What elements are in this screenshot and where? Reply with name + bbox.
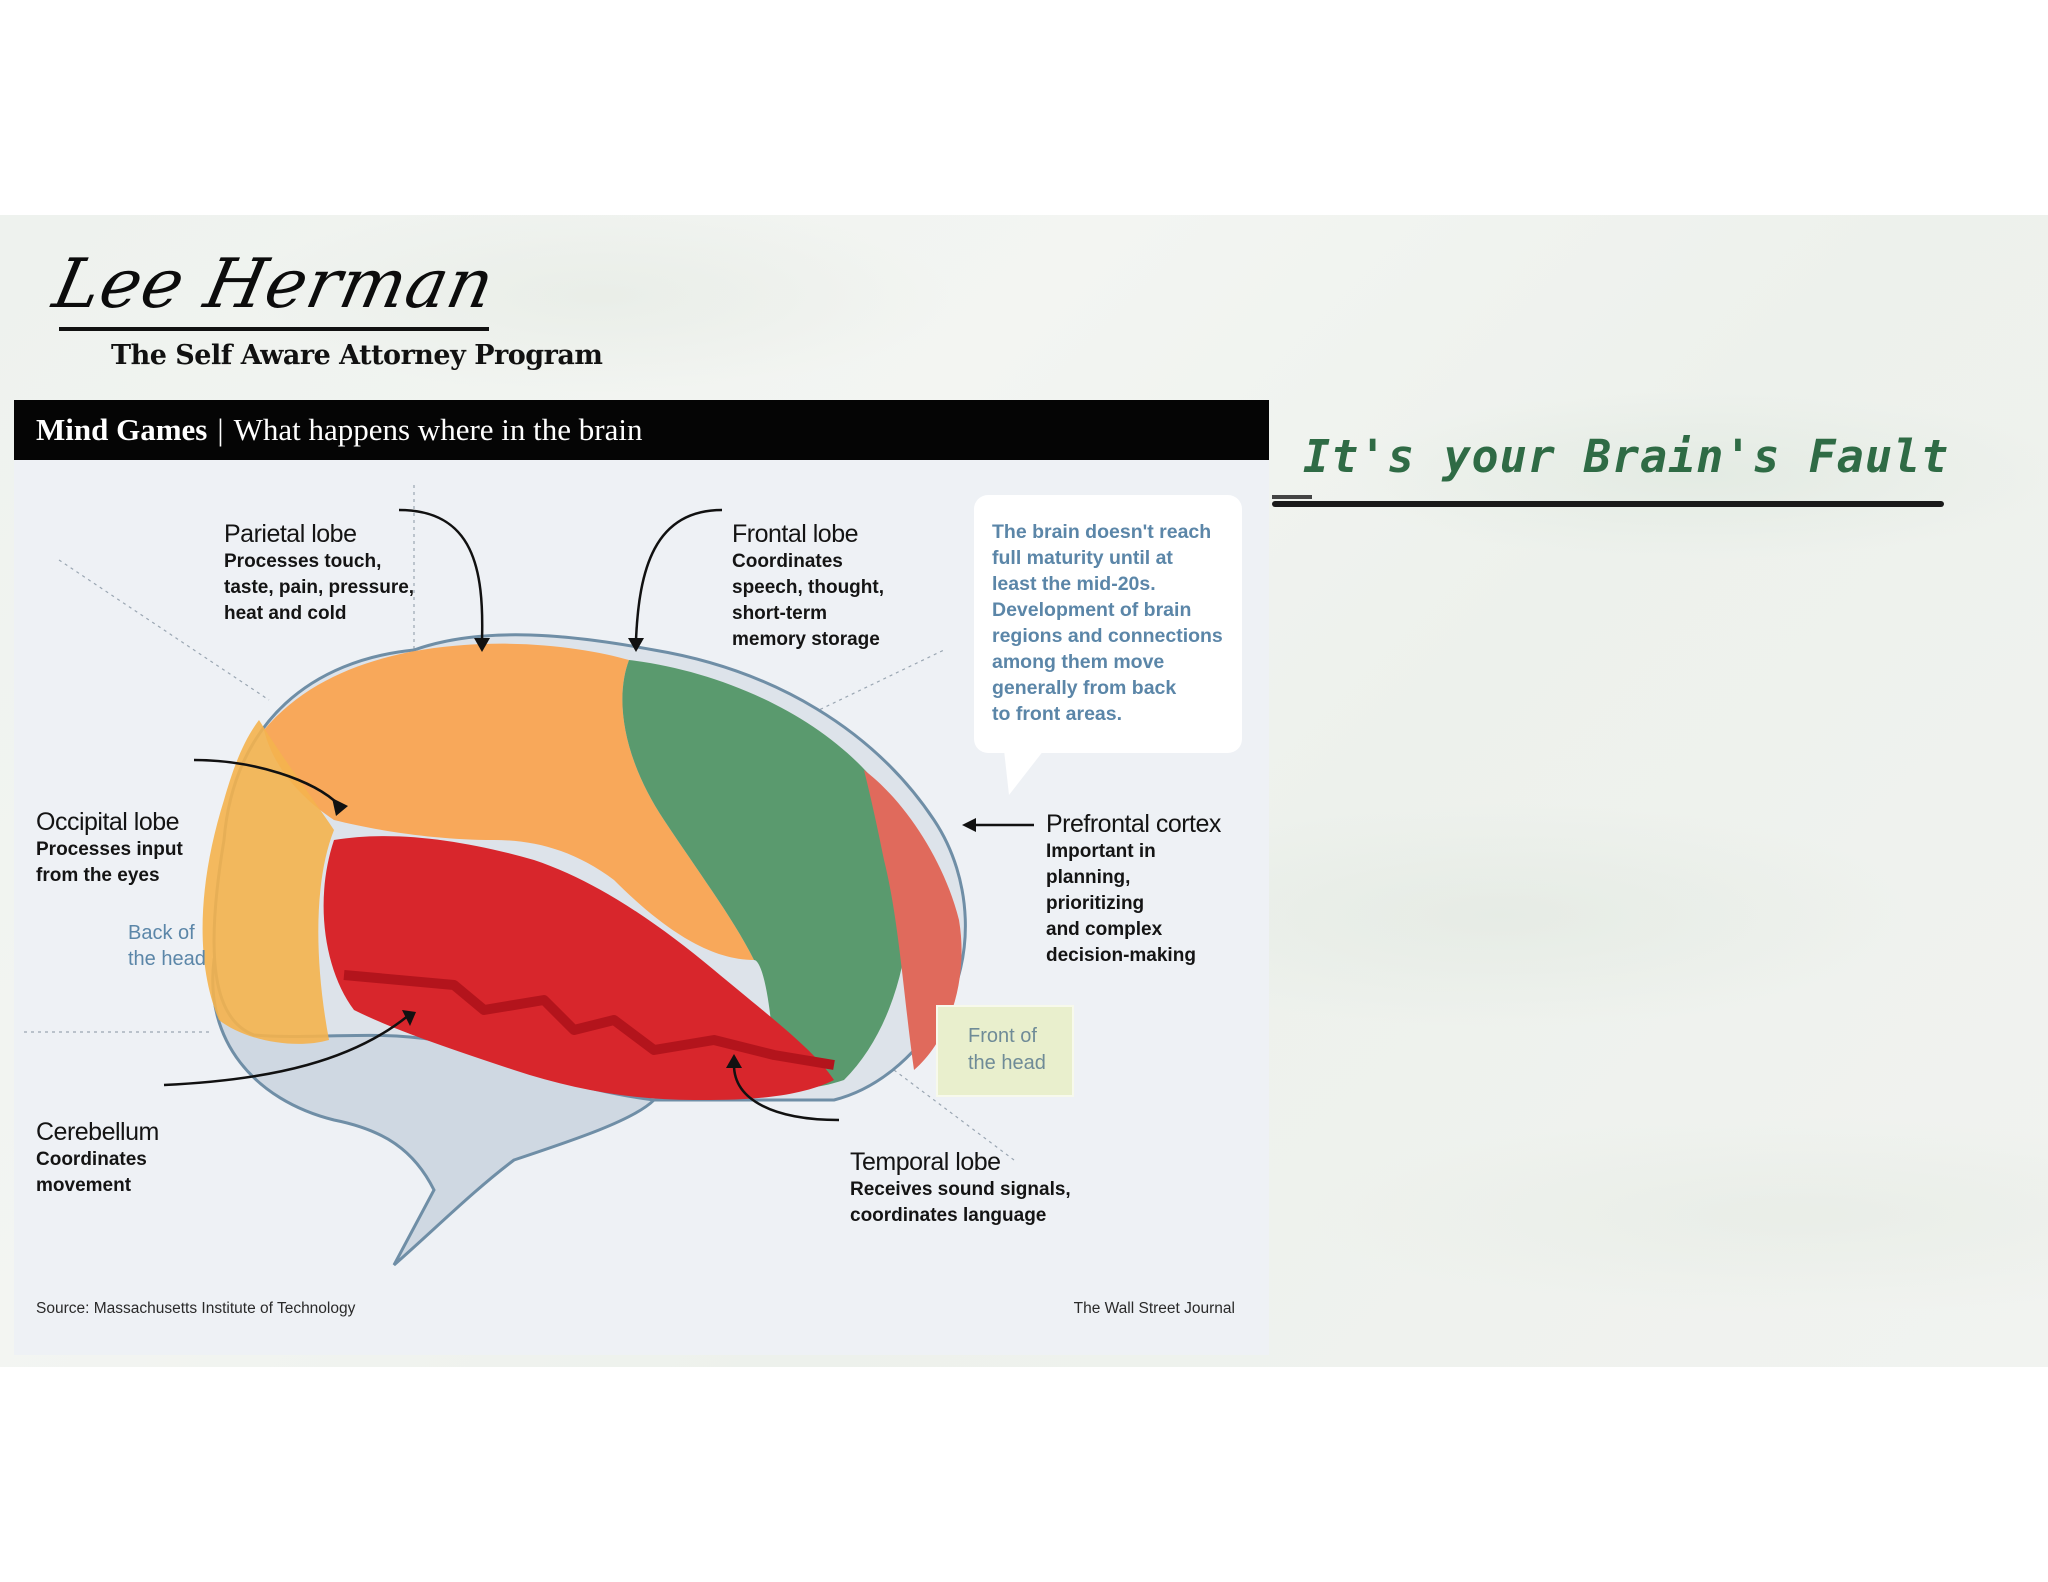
front-of-head-label: Front of the head	[968, 1025, 1046, 1074]
cerebellum-desc: Coordinates movement	[36, 1149, 147, 1196]
temporal-desc: Receives sound signals, coordinates lang…	[850, 1179, 1071, 1226]
cerebellum-title: Cerebellum	[36, 1118, 159, 1146]
callout-text: The brain doesn't reach full maturity un…	[992, 521, 1223, 725]
slide-headline: It's your Brain's Fault	[1303, 430, 1950, 483]
prefrontal-desc: Important in planning, prioritizing and …	[1046, 841, 1196, 966]
label-arrows	[163, 508, 1034, 1122]
figure-subtitle: What happens where in the brain	[233, 412, 643, 447]
brain-diagram	[24, 485, 1044, 1267]
figure-source: Source: Massachusetts Institute of Techn…	[36, 1300, 356, 1317]
slide: Lee Herman The Self Aware Attorney Progr…	[0, 215, 2048, 1367]
temporal-region	[323, 836, 834, 1100]
prefrontal-label: Prefrontal cortex Important in planning,…	[1046, 810, 1221, 969]
logo-underline	[59, 327, 489, 331]
occipital-title: Occipital lobe	[36, 808, 180, 836]
parietal-title: Parietal lobe	[224, 520, 357, 548]
logo-subtitle: The Self Aware Attorney Program	[111, 340, 603, 371]
temporal-zigzag	[343, 970, 835, 1070]
frontal-title: Frontal lobe	[732, 520, 859, 548]
back-of-head-label: Back of the head	[128, 922, 206, 970]
occipital-region	[202, 720, 334, 1044]
temporal-title: Temporal lobe	[850, 1148, 1001, 1176]
occipital-label: Occipital lobe Processes input from the …	[36, 808, 183, 889]
prefrontal-region	[864, 770, 962, 1070]
logo-signature: Lee Herman	[46, 245, 502, 324]
figure-title: Mind Games	[36, 412, 208, 447]
cerebellum-label: Cerebellum Coordinates movement	[36, 1118, 159, 1199]
maturity-callout: The brain doesn't reach full maturity un…	[974, 495, 1242, 753]
frontal-desc: Coordinates speech, thought, short-term …	[732, 551, 884, 650]
callout-tail	[1004, 750, 1044, 795]
figure-header: Mind Games | What happens where in the b…	[14, 400, 1269, 460]
frontal-label: Frontal lobe Coordinates speech, thought…	[732, 520, 884, 653]
guide-lines	[24, 485, 1015, 1161]
parietal-desc: Processes touch, taste, pain, pressure, …	[224, 551, 415, 624]
headline-rule	[1272, 501, 1944, 507]
temporal-label: Temporal lobe Receives sound signals, co…	[850, 1148, 1071, 1229]
prefrontal-title: Prefrontal cortex	[1046, 810, 1221, 838]
parietal-label: Parietal lobe Processes touch, taste, pa…	[224, 520, 414, 627]
frontal-region	[622, 660, 911, 1088]
front-of-head-box: Front of the head	[936, 1005, 1074, 1097]
arrow-heads	[332, 638, 976, 1068]
figure-title-separator: |	[217, 412, 224, 447]
figure-credit: The Wall Street Journal	[1073, 1300, 1235, 1317]
logo: Lee Herman The Self Aware Attorney Progr…	[47, 245, 603, 371]
parietal-region	[264, 643, 754, 960]
brain-infographic: Mind Games | What happens where in the b…	[14, 400, 1269, 1355]
headline-rule-tick	[1272, 495, 1312, 499]
occipital-desc: Processes input from the eyes	[36, 839, 183, 886]
